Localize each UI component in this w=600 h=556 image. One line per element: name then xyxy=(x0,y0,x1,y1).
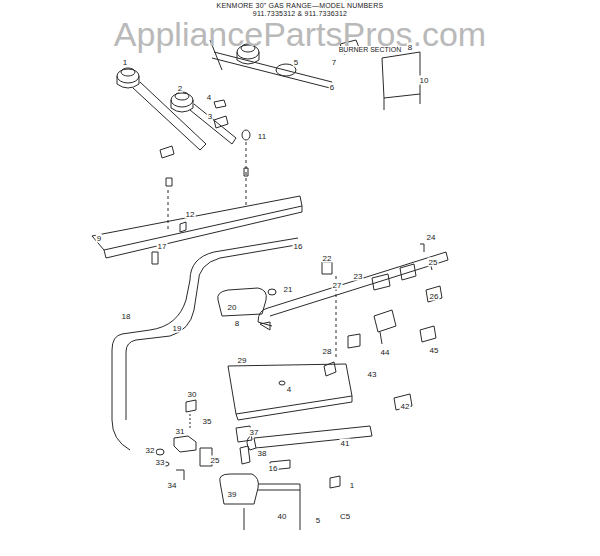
callout-number: 44 xyxy=(380,348,391,357)
callout-number: 27 xyxy=(332,281,343,290)
callout-number: 33 xyxy=(155,458,166,467)
callout-number: 4 xyxy=(286,385,292,394)
callout-number: 8 xyxy=(407,43,413,52)
callout-number: 34 xyxy=(167,481,178,490)
callout-number: 28 xyxy=(322,347,333,356)
callout-number: 31 xyxy=(175,427,186,436)
callout-number: 5 xyxy=(293,58,299,67)
callout-number: 22 xyxy=(322,254,333,263)
callout-number: 17 xyxy=(157,242,168,251)
callout-number: 23 xyxy=(353,272,364,281)
watermark: AppliancePartsPros.com xyxy=(114,16,486,52)
callout-number: 6 xyxy=(329,83,335,92)
callout-number: 3 xyxy=(207,112,213,121)
callout-number: 30 xyxy=(187,390,198,399)
callout-number: 21 xyxy=(283,285,294,294)
callout-number: 25 xyxy=(210,456,221,465)
callout-number: 26 xyxy=(429,292,440,301)
callout-number: 45 xyxy=(429,346,440,355)
callout-number: 20 xyxy=(227,303,238,312)
callout-number: 2 xyxy=(177,84,183,93)
callout-number: 7 xyxy=(331,58,337,67)
callout-number: 24 xyxy=(426,233,437,242)
callout-number: C5 xyxy=(339,512,351,521)
callout-number: 41 xyxy=(340,439,351,448)
callout-number: 10 xyxy=(419,76,430,85)
callout-number: 19 xyxy=(172,324,183,333)
callout-number: 16 xyxy=(293,242,304,251)
callout-number: 11 xyxy=(257,132,267,141)
callout-number: 12 xyxy=(185,210,196,219)
callout-number: 29 xyxy=(237,356,248,365)
callout-number: 40 xyxy=(277,512,288,521)
callout-number: 42 xyxy=(400,402,411,411)
callout-number: 18 xyxy=(121,312,132,321)
callout-number: 37 xyxy=(249,428,260,437)
callout-number: 4 xyxy=(206,93,212,102)
callout-number: 32 xyxy=(145,446,156,455)
callout-number: 35 xyxy=(202,417,213,426)
callout-number: 16 xyxy=(268,464,279,473)
callout-number: 43 xyxy=(367,370,378,379)
callout-number: 38 xyxy=(257,449,268,458)
callout-number: 9 xyxy=(96,234,102,243)
callout-number: 8 xyxy=(234,319,240,328)
callout-number: 1 xyxy=(122,58,128,67)
callout-number: 39 xyxy=(227,490,238,499)
callout-number: 5 xyxy=(315,516,321,525)
callout-number: 1 xyxy=(349,481,355,490)
callout-number: 25 xyxy=(428,258,439,267)
